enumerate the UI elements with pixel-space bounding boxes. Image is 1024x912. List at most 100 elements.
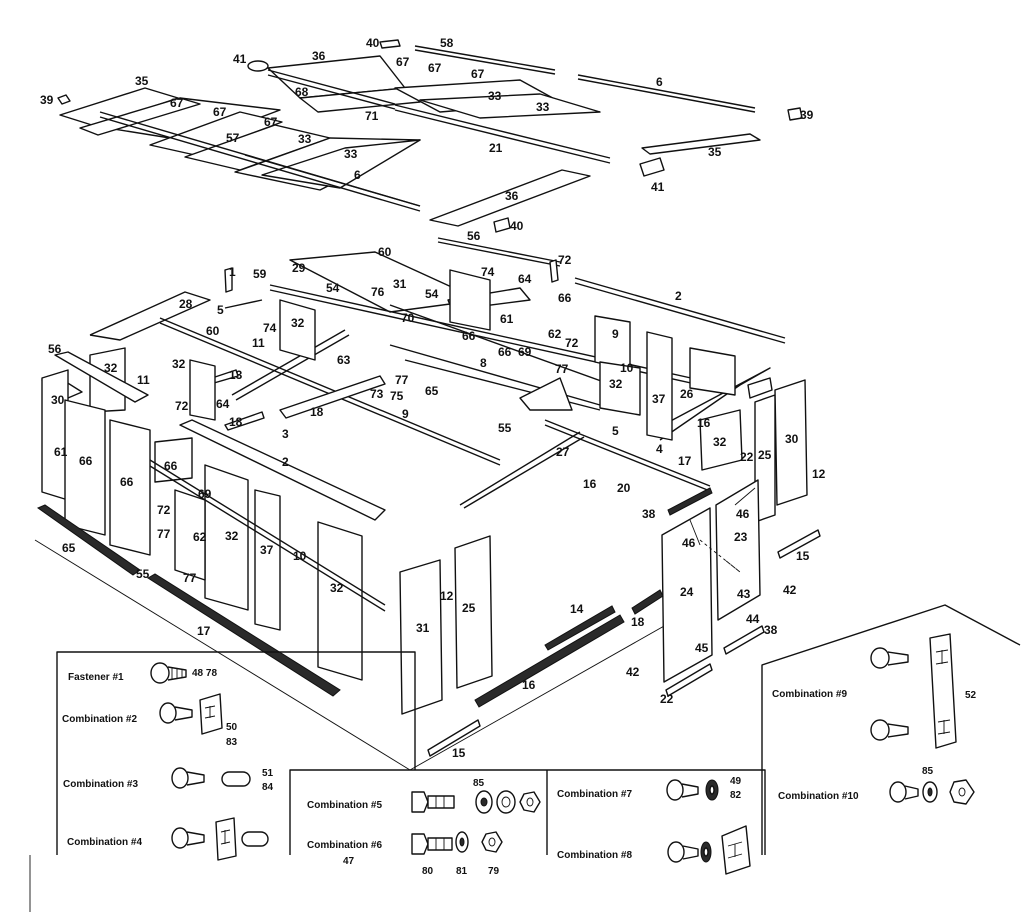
combination-4: Combination #4 [67,817,269,861]
callout-61: 61 [500,312,514,326]
callout-62: 62 [193,530,207,544]
callout-37: 37 [652,392,666,406]
callout-37: 37 [260,543,274,557]
callout-67: 67 [428,61,442,75]
combination-2: Combination #2 50 83 [62,693,238,748]
callout-39: 39 [40,93,54,107]
callout-67: 67 [471,67,485,81]
callout-71: 71 [365,109,379,123]
callout-36: 36 [505,189,519,203]
callout-55: 55 [136,567,150,581]
callout-33: 33 [488,89,502,103]
callout-72: 72 [558,253,572,267]
combination-10-part-85: 85 [922,766,934,777]
callout-20: 20 [617,481,631,495]
callout-30: 30 [51,393,65,407]
callout-2: 2 [282,455,289,469]
callout-46: 46 [736,507,750,521]
callout-77: 77 [555,362,569,376]
combination-10-label: Combination #10 [778,791,859,802]
fastener-legend: Fastener #1 48 78 Combination #2 50 83 C… [29,604,1021,912]
callout-46: 46 [682,536,696,550]
fastener-1-parts: 48 78 [192,668,217,679]
callout-24: 24 [680,585,694,599]
fastener-1: Fastener #1 48 78 [68,662,217,684]
callout-10: 10 [293,549,307,563]
combination-9-label: Combination #9 [772,689,847,700]
callout-13: 13 [229,368,243,382]
callout-33: 33 [344,147,358,161]
callout-18: 18 [229,415,243,429]
combination-5-label: Combination #5 [307,800,382,811]
combination-9-part-52: 52 [965,690,977,701]
callout-33: 33 [536,100,550,114]
corner-cap-icon [57,94,71,105]
callout-67: 67 [264,115,278,129]
combination-8: Combination #8 [557,825,751,875]
shed-frame [34,251,821,771]
callout-66: 66 [164,459,178,473]
callout-4: 4 [656,442,663,456]
combination-8-label: Combination #8 [557,850,632,861]
callout-32: 32 [104,361,118,375]
combination-7: Combination #7 49 82 [557,776,742,801]
callout-35: 35 [708,145,722,159]
combination-6-part-79: 79 [488,866,500,877]
callout-29: 29 [292,261,306,275]
callout-15: 15 [452,746,466,760]
callout-5: 5 [217,303,224,317]
callout-25: 25 [462,601,476,615]
callout-66: 66 [558,291,572,305]
callout-39: 39 [800,108,814,122]
callout-67: 67 [213,105,227,119]
callout-66: 66 [498,345,512,359]
combination-7-part-49: 49 [730,776,742,787]
combination-9: Combination #9 52 [772,633,977,749]
callout-66: 66 [462,329,476,343]
callout-27: 27 [556,445,570,459]
callout-17: 17 [197,624,211,638]
callout-6: 6 [656,75,663,89]
callout-55: 55 [498,421,512,435]
combination-3-part-84: 84 [262,782,274,793]
callout-11: 11 [137,373,150,387]
callout-61: 61 [54,445,68,459]
callout-67: 67 [396,55,410,69]
callout-72: 72 [157,503,171,517]
part-callouts: 40 58 41 36 67 67 67 6 35 39 67 68 33 33… [40,36,826,760]
callout-9: 9 [612,327,619,341]
callout-57: 57 [226,131,240,145]
combination-3-part-51: 51 [262,768,274,779]
callout-32: 32 [330,581,344,595]
callout-30: 30 [785,432,799,446]
callout-72: 72 [175,399,189,413]
callout-59: 59 [253,267,267,281]
callout-72: 72 [565,336,579,350]
callout-73: 73 [370,387,384,401]
callout-77: 77 [157,527,171,541]
callout-10: 10 [620,361,634,375]
combination-2-part-50: 50 [226,722,238,733]
callout-31: 31 [393,277,407,291]
callout-63: 63 [337,353,351,367]
callout-5: 5 [612,424,619,438]
callout-32: 32 [713,435,727,449]
callout-32: 32 [291,316,305,330]
combination-2-label: Combination #2 [62,714,137,725]
fastener-1-label: Fastener #1 [68,672,124,683]
callout-77: 77 [395,373,409,387]
callout-60: 60 [206,324,220,338]
combination-10: Combination #10 85 [778,766,975,805]
callout-68: 68 [295,85,309,99]
combination-6-part-81: 81 [456,866,468,877]
callout-42: 42 [626,665,640,679]
callout-65: 65 [425,384,439,398]
callout-17: 17 [678,454,692,468]
callout-65: 65 [62,541,76,555]
callout-44: 44 [746,612,760,626]
callout-22: 22 [740,450,754,464]
callout-31: 31 [416,621,430,635]
callout-54: 54 [425,287,439,301]
callout-69: 69 [198,487,212,501]
